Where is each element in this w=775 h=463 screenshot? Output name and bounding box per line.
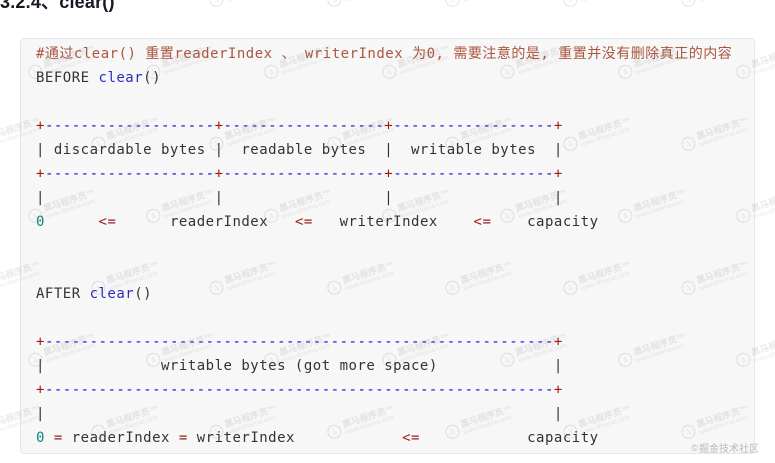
itheima-logo-icon: λ bbox=[561, 0, 580, 9]
itheima-logo-icon: λ bbox=[443, 0, 462, 9]
code-line: AFTER clear() bbox=[36, 286, 153, 302]
code-line: +---------------------------------------… bbox=[36, 334, 563, 350]
code-line bbox=[36, 306, 739, 330]
itheima-watermark-url: www.itheima.com bbox=[753, 198, 775, 221]
itheima-watermark: λ黑马程序员™www.itheima.com bbox=[207, 0, 280, 11]
code-line: | writable bytes (got more space) | bbox=[36, 358, 563, 374]
code-line: 0 <= readerIndex <= writerIndex <= capac… bbox=[36, 214, 599, 230]
code-line: +---------------------------------------… bbox=[36, 382, 563, 398]
itheima-logo-icon: λ bbox=[325, 0, 344, 9]
code-line: | discardable bytes | readable bytes | w… bbox=[36, 142, 563, 158]
itheima-watermark: λ黑马程序员™www.itheima.com bbox=[443, 0, 516, 11]
code-block: #通过clear() 重置readerIndex 、 writerIndex 为… bbox=[20, 38, 755, 454]
itheima-watermark-url: www.itheima.com bbox=[462, 0, 516, 5]
code-line: BEFORE clear() bbox=[36, 70, 162, 86]
itheima-watermark-url: www.itheima.com bbox=[580, 0, 634, 5]
itheima-watermark-url: www.itheima.com bbox=[344, 0, 398, 5]
code-line bbox=[36, 90, 739, 114]
itheima-watermark: λ黑马程序员™www.itheima.com bbox=[679, 0, 752, 11]
code-line: #通过clear() 重置readerIndex 、 writerIndex 为… bbox=[36, 46, 733, 62]
itheima-logo-icon: λ bbox=[207, 0, 226, 9]
itheima-watermark: λ黑马程序员™www.itheima.com bbox=[561, 0, 634, 11]
itheima-watermark-url: www.itheima.com bbox=[753, 54, 775, 77]
itheima-watermark-url: www.itheima.com bbox=[108, 0, 162, 5]
code-line bbox=[36, 258, 739, 282]
itheima-watermark-url: www.itheima.com bbox=[226, 0, 280, 5]
itheima-watermark: λ黑马程序员™www.itheima.com bbox=[325, 0, 398, 11]
itheima-watermark-url: www.itheima.com bbox=[753, 342, 775, 365]
code-line: | | bbox=[36, 406, 563, 422]
itheima-watermark-url: www.itheima.com bbox=[698, 0, 752, 5]
juejin-credit-text: 掘金技术社区 bbox=[699, 444, 759, 455]
juejin-watermark: © 掘金技术社区 bbox=[691, 440, 759, 456]
code-line: | | | | bbox=[36, 190, 563, 206]
itheima-logo-icon: λ bbox=[679, 0, 698, 9]
code-line: +-------------------+------------------+… bbox=[36, 118, 563, 134]
code-line: 0 = readerIndex = writerIndex <= capacit… bbox=[36, 430, 599, 446]
section-heading: 3.2.4、clear() bbox=[0, 0, 115, 12]
juejin-logo-icon: © bbox=[691, 442, 698, 453]
code-pre: #通过clear() 重置readerIndex 、 writerIndex 为… bbox=[36, 42, 739, 450]
code-line bbox=[36, 234, 739, 258]
code-line: +-------------------+------------------+… bbox=[36, 166, 563, 182]
